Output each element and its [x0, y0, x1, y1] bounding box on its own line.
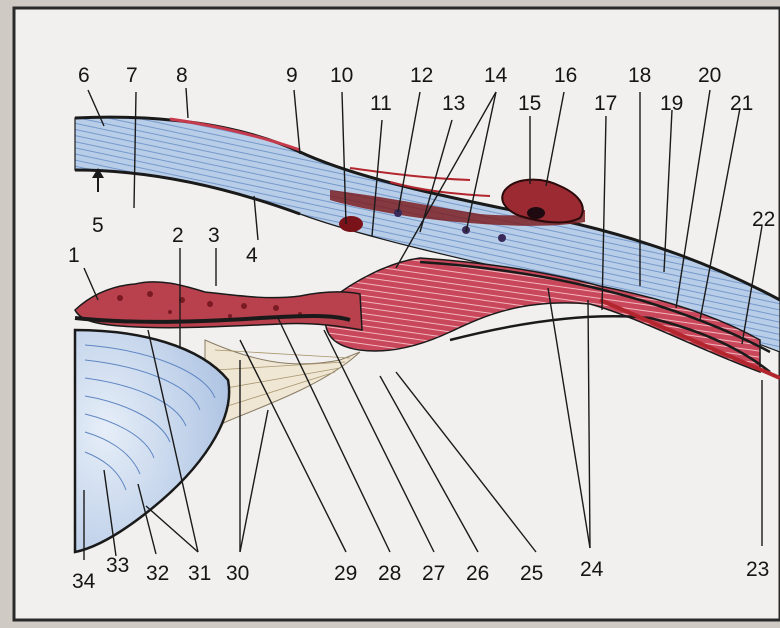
- label-3: 3: [208, 224, 220, 247]
- label-21: 21: [730, 92, 753, 115]
- label-5: 5: [92, 214, 104, 237]
- label-12: 12: [410, 64, 433, 87]
- label-2: 2: [172, 224, 184, 247]
- label-26: 26: [466, 562, 489, 585]
- label-25: 25: [520, 562, 543, 585]
- label-17: 17: [594, 92, 617, 115]
- label-6: 6: [78, 64, 90, 87]
- vessel-dot-3: [498, 234, 506, 242]
- label-19: 19: [660, 92, 683, 115]
- label-14: 14: [484, 64, 508, 87]
- label-13: 13: [442, 92, 465, 115]
- label-4: 4: [246, 244, 258, 267]
- label-32: 32: [146, 562, 169, 585]
- label-33: 33: [106, 554, 129, 577]
- label-8: 8: [176, 64, 188, 87]
- label-11: 11: [370, 92, 392, 115]
- label-18: 18: [628, 64, 651, 87]
- schlemm-canal: [339, 216, 363, 232]
- label-34: 34: [72, 570, 96, 593]
- label-28: 28: [378, 562, 401, 585]
- label-16: 16: [554, 64, 577, 87]
- label-10: 10: [330, 64, 353, 87]
- label-9: 9: [286, 64, 298, 87]
- label-1: 1: [68, 244, 80, 267]
- vessel-knot-core: [527, 207, 545, 219]
- label-27: 27: [422, 562, 445, 585]
- label-31: 31: [188, 562, 211, 585]
- label-30: 30: [226, 562, 249, 585]
- label-15: 15: [518, 92, 541, 115]
- label-24: 24: [580, 558, 604, 581]
- label-22: 22: [752, 208, 775, 231]
- label-20: 20: [698, 64, 721, 87]
- label-29: 29: [334, 562, 357, 585]
- label-7: 7: [126, 64, 138, 87]
- label-23: 23: [746, 558, 769, 581]
